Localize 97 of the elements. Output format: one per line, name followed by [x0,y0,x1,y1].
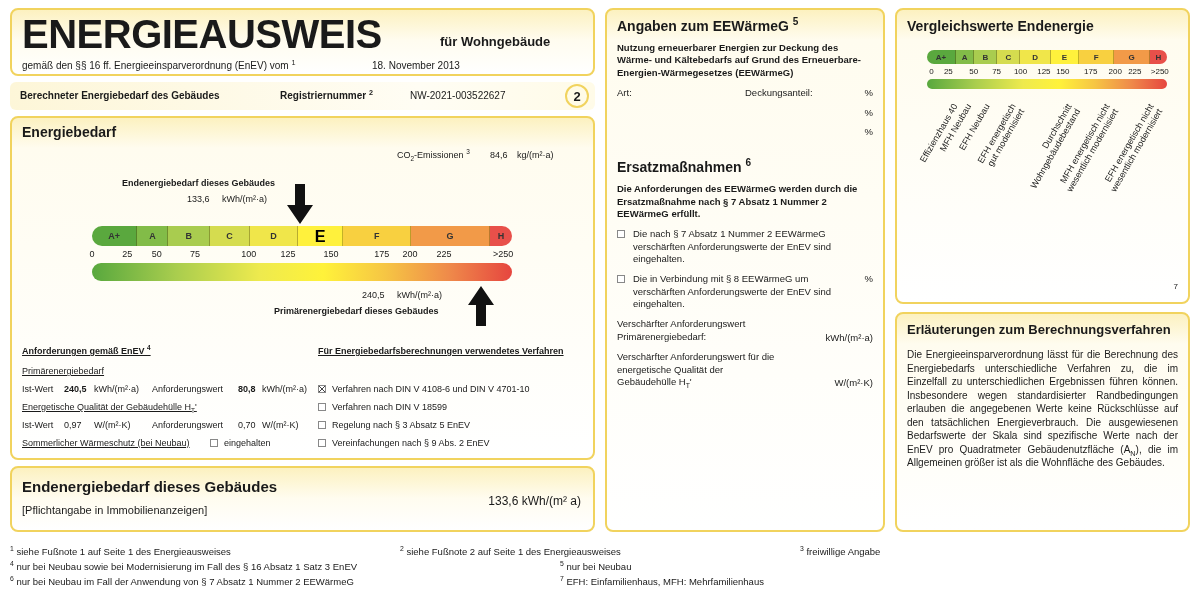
field-text: kWh/(m²·a) [222,194,267,205]
field-text: Vereinfachungen nach § 9 Abs. 2 EnEV [332,438,490,449]
paragraph: Die Energieeinsparverordnung lässt für die Berechnung des Energiebedarfs unterschiedliche Verfahren zu, die im Einzelfall zu unterschiedlichen Ergebnissen führen können. Insbesondere wegen standardisierter Randbedingungen erlauben die angegebenen Werte keine Rückschlüsse auf den tatsächlichen Energieverbrauch. Die ausgewiesenen Bedarfswerte der Skala sind spezifische Werte nach der EnEV pro Quadratmeter Gebäudenutzfläche (A$_{N}$), die im Allgemeinen größer ist als die Wohnfläche des Gebäudes. [907,348,1178,470]
document-subtitle: für Wohngebäude [440,34,551,49]
field-text: Ist-Wert [22,384,54,395]
field-text: kWh/(m²·a) [262,384,307,395]
field-text: 240,5 [64,384,87,395]
unit-text: % [864,107,873,119]
field-text: 84,6 [490,150,508,161]
rating-class-segment: B [974,50,998,64]
subheading: Für Energiebedarfsberechnungen verwendetes Verfahren [318,346,564,357]
info-band [10,82,595,110]
rating-class-segment: C [209,226,250,246]
subheading: Energetische Qualität der Gebäudehülle H$_{T}$' [22,402,197,413]
field-text: kWh/(m²·a) [94,384,139,395]
page-number-circle: 2 [565,84,589,108]
field-text: Anforderungswert [152,384,224,395]
field-text: eingehalten [224,438,271,449]
footnote-mark: 7 [1173,282,1178,291]
registration-number: NW-2021-003522627 [410,90,506,102]
rating-class-segment: E [298,226,344,246]
field-text: Ist-Wert [22,420,54,431]
field-text: kg/(m²·a) [517,150,554,161]
field-text: 240,5 [362,290,385,301]
rating-class-segment: C [997,50,1021,64]
footnote: $^{6}$ nur bei Neubau im Fall der Anwendung von § 7 Absatz 1 Nummer 2 EEWärmeG [10,576,354,588]
field-text: Endenergiebedarf dieses Gebäudes [122,178,276,189]
unit-text: % [864,273,873,285]
rating-class-segment: G [1114,50,1150,64]
registration-label: Registriernummer $^{2}$ [280,90,373,102]
field-text: kWh/(m²·a) [397,290,442,301]
footnote: $^{2}$ siehe Fußnote 2 auf Seite 1 des Energieausweises [400,546,621,558]
explanation-panel [895,312,1190,532]
checkbox-text: Die nach § 7 Absatz 1 Nummer 2 EEWärmeG verschärften Anforderungswerte der EnEV sind eingehalten. [633,228,833,266]
energy-demand-panel [10,116,595,460]
rating-class-segment: A [956,50,975,64]
regulation-text: gemäß den §§ 16 ff. Energieeinsparverordnung (EnEV) vom $^{1}$ [22,60,296,72]
rating-class-segment: A [137,226,169,246]
field-text: Regelung nach § 3 Absatz 5 EnEV [332,420,471,431]
rating-class-segment: D [249,226,298,246]
subheading: Anforderungen gemäß EnEV $^{4}$ [22,346,151,357]
footnote: $^{5}$ nur bei Neubau [560,561,632,573]
unit-text: % [864,126,873,138]
rating-class-segment: F [343,226,412,246]
comparison-panel [895,8,1190,304]
section-heading: Erläuterungen zum Berechnungsverfahren [907,322,1171,337]
unit-text: W/(m²·K) [834,377,873,389]
unit-text: % [864,87,873,99]
date-text: 18. November 2013 [372,60,460,72]
footnote: $^{1}$ siehe Fußnote 1 auf Seite 1 des Energieausweises [10,546,231,558]
field-label: Art: [617,87,633,100]
field-text: W/(m²·K) [262,420,299,431]
eewaermeg-panel [605,8,885,532]
footnote: $^{3}$ freiwillige Angabe [800,546,881,558]
scale-gradient-bar [92,263,512,281]
subheading: Sommerlicher Wärmeschutz (bei Neubau) [22,438,190,449]
field-text: Verfahren nach DIN V 4108-6 und DIN V 4701-10 [332,384,530,395]
rating-class-segment: D [1020,50,1051,64]
unit-text: kWh/(m²·a) [825,332,873,344]
footnote: $^{7}$ EFH: Einfamilienhaus, MFH: Mehrfamilienhaus [560,576,764,588]
field-text: W/(m²·K) [94,420,131,431]
section-heading: Vergleichswerte Endenergie [907,18,1094,34]
field-text: 133,6 [187,194,210,205]
field-text: 0,70 [238,420,256,431]
rating-class-segment: A+ [927,50,956,64]
document-title: ENERGIEAUSWEIS [22,12,382,56]
rating-class-segment: F [1079,50,1115,64]
rating-class-segment: B [168,226,210,246]
rating-class-segment: G [411,226,490,246]
section-heading: Ersatzmaßnahmen $^{6}$ [617,159,752,176]
section-heading: Energiebedarf [22,124,117,140]
rating-class-segment: E [1050,50,1079,64]
title-panel [10,8,595,76]
scale-tick-label: 0 [89,249,95,259]
checkbox-text: Die in Verbindung mit § 8 EEWärmeG um verschärften Anforderungswerte der EnEV sind eingehalten. [633,273,833,311]
field-text: Verfahren nach DIN V 18599 [332,402,448,413]
footnote: $^{4}$ nur bei Neubau sowie bei Modernisierung im Fall des § 16 Absatz 1 Satz 3 EnEV [10,561,358,573]
section-heading: Endenergiebedarf dieses Gebäudes [22,478,278,495]
scale-gradient-bar [927,79,1167,89]
page-subject-text: Berechneter Energiebedarf des Gebäudes [20,90,220,102]
field-label: Verschärfter Anforderungswert für die energetische Qualität der Gebäudehülle H$_{T}$' [617,351,776,389]
field-label: Deckungsanteil: [745,87,813,100]
value-text: 133,6 kWh/(m² a) [488,494,581,508]
section-heading: Angaben zum EEWärmeG $^{5}$ [617,18,800,34]
field-text: CO$_{2}$-Emissionen $^{3}$ [397,150,470,161]
subheading: Primärenergiebedarf [22,366,105,377]
paragraph: Die Anforderungen des EEWärmeG werden durch die Ersatzmaßnahme nach § 7 Absatz 1 Nummer 2 EEWärmeG erfüllt. [617,183,859,221]
field-text: Anforderungswert [152,420,224,431]
rating-class-segment: A+ [92,226,138,246]
note-text: [Pflichtangabe in Immobilienanzeigen] [22,504,208,518]
final-energy-band [10,466,595,532]
field-text: 0,97 [64,420,82,431]
field-text: Primärenergiebedarf dieses Gebäudes [274,306,439,317]
rating-class-segment: H [489,226,512,246]
field-label: Verschärfter Anforderungswert Primärenergiebedarf: [617,318,747,344]
paragraph: Nutzung erneuerbarer Energien zur Deckung des Wärme- und Kältebedarfs auf Grund des Erneuerbare-Energien-Wärmegesetzes (EEWärmeG) [617,42,862,80]
field-text: 80,8 [238,384,256,395]
